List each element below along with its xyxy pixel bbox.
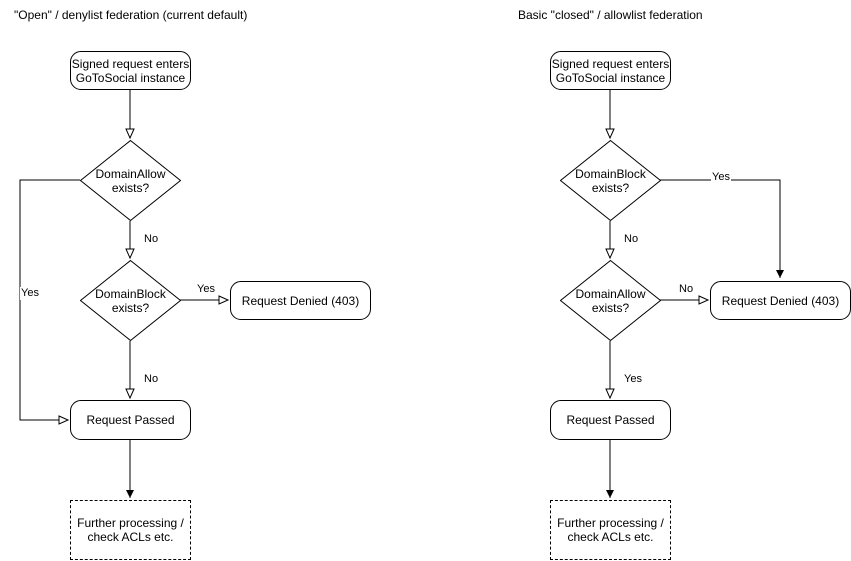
node-domain-allow-left: DomainAllow exists? bbox=[80, 140, 181, 221]
diamond-shape bbox=[80, 140, 181, 221]
node-further-left: Further processing / check ACLs etc. bbox=[70, 500, 191, 560]
node-further-right: Further processing / check ACLs etc. bbox=[550, 500, 671, 560]
edge-label-domain-allow-no-left: No bbox=[143, 233, 160, 246]
edge-label-domain-allow-yes-left: Yes bbox=[20, 287, 40, 300]
node-denied-right: Request Denied (403) bbox=[710, 281, 851, 320]
node-start-left: Signed request enters GoToSocial instanc… bbox=[70, 51, 191, 90]
edge-label-domain-block-no-right: No bbox=[623, 233, 640, 246]
node-domain-block-left: DomainBlock exists? bbox=[80, 260, 181, 341]
panel-heading-open-denylist: "Open" / denylist federation (current de… bbox=[14, 8, 248, 22]
node-domain-block-right-label: DomainBlock exists? bbox=[575, 166, 646, 195]
edge-label-domain-allow-yes-right: Yes bbox=[623, 373, 643, 386]
edge-label-domain-block-yes-right: Yes bbox=[711, 171, 731, 184]
diamond-shape bbox=[560, 260, 661, 341]
edge-label-domain-block-yes-left: Yes bbox=[196, 283, 216, 296]
node-domain-block-left-label: DomainBlock exists? bbox=[95, 286, 166, 315]
node-passed-left: Request Passed bbox=[70, 400, 191, 440]
edge-domain-block-yes-right bbox=[660, 179, 784, 278]
edge-domain-allow-yes-left bbox=[19, 179, 80, 425]
node-passed-right: Request Passed bbox=[550, 400, 671, 440]
node-domain-allow-right-label: DomainAllow exists? bbox=[575, 286, 646, 315]
diamond-shape bbox=[560, 140, 661, 221]
node-domain-allow-left-label: DomainAllow exists? bbox=[95, 166, 166, 195]
edge-label-domain-block-no-left: No bbox=[143, 373, 160, 386]
node-denied-left: Request Denied (403) bbox=[230, 281, 371, 320]
node-domain-block-right: DomainBlock exists? bbox=[560, 140, 661, 221]
node-domain-allow-right: DomainAllow exists? bbox=[560, 260, 661, 341]
diamond-shape bbox=[80, 260, 181, 341]
edge-label-domain-allow-no-right: No bbox=[678, 283, 695, 296]
node-start-right: Signed request enters GoToSocial instanc… bbox=[550, 51, 671, 90]
panel-heading-closed-allowlist: Basic "closed" / allowlist federation bbox=[518, 8, 703, 22]
